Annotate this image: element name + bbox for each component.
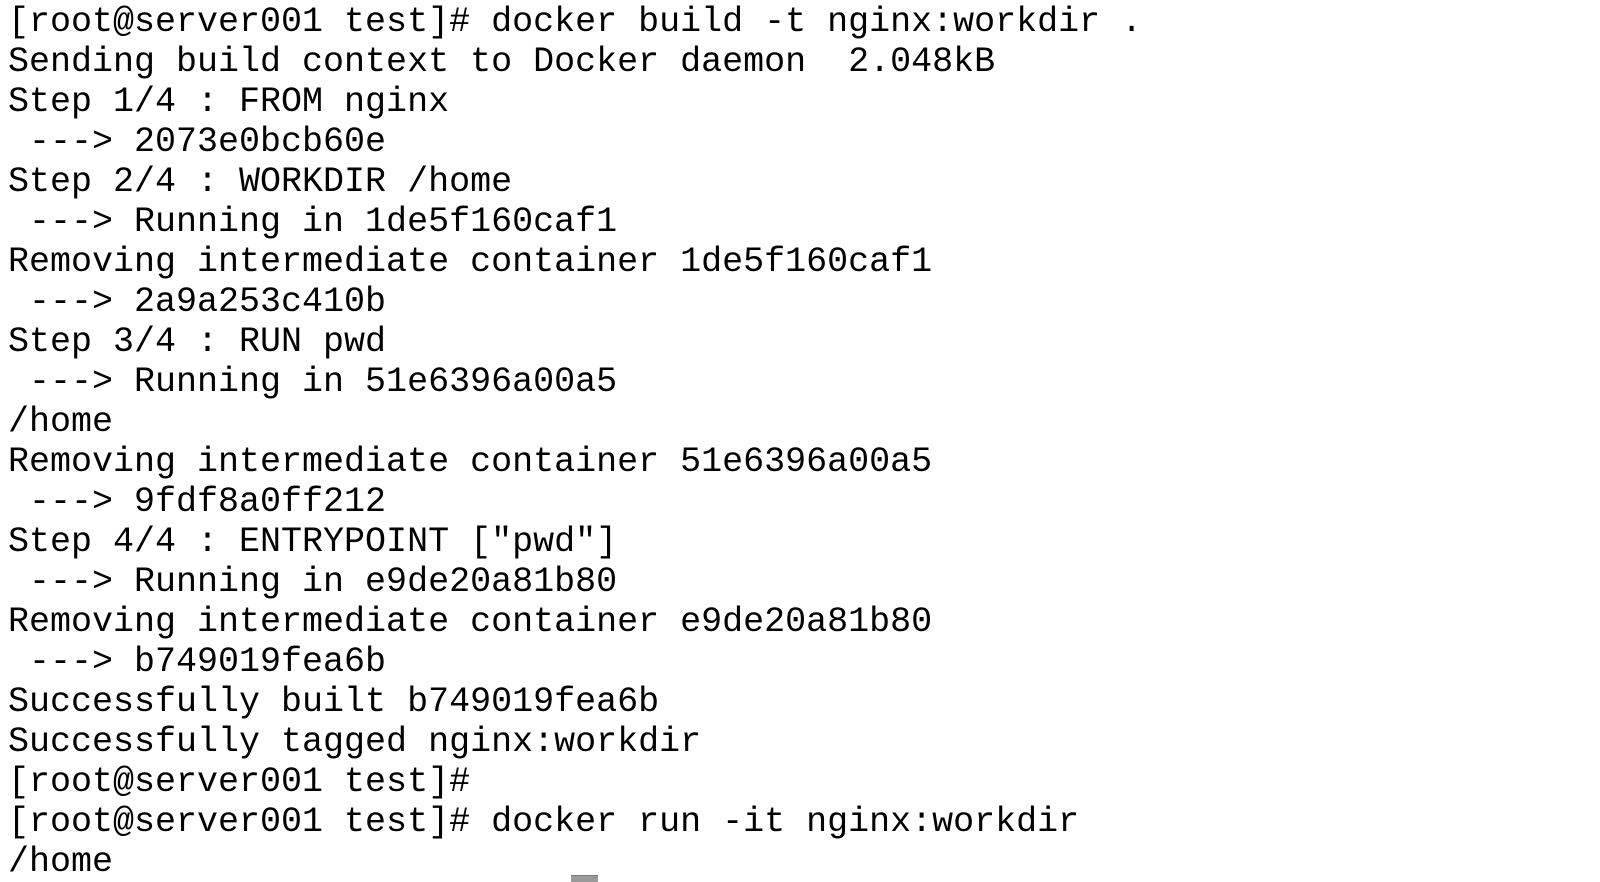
terminal-line: ---> Running in 51e6396a00a5 [8,362,618,402]
terminal-line: ---> Running in 1de5f160caf1 [8,202,618,242]
terminal-line: Successfully built b749019fea6b [8,682,660,722]
terminal-line: Step 1/4 : FROM nginx [8,82,450,122]
terminal-line: Removing intermediate container 1de5f160… [8,242,933,282]
terminal-line: ---> 2a9a253c410b [8,282,387,322]
terminal-line: ---> b749019fea6b [8,642,387,682]
terminal-line: Removing intermediate container 51e6396a… [8,442,933,482]
terminal-cursor [571,875,598,882]
terminal-line: [root@server001 test]# docker build -t n… [8,2,1143,42]
terminal-line: [root@server001 test]# docker run -it ng… [8,802,1080,842]
terminal-line: /home [8,842,114,882]
terminal-line: Successfully tagged nginx:workdir [8,722,702,762]
terminal-line: Sending build context to Docker daemon 2… [8,42,996,82]
terminal-line: /home [8,402,114,442]
terminal-line: Step 3/4 : RUN pwd [8,322,387,362]
terminal-line: Removing intermediate container e9de20a8… [8,602,933,642]
terminal-line: [root@server001 test]# [8,762,471,802]
terminal-line: ---> 2073e0bcb60e [8,122,387,162]
terminal-line: ---> Running in e9de20a81b80 [8,562,618,602]
terminal-line: Step 4/4 : ENTRYPOINT ["pwd"] [8,522,618,562]
terminal-line: ---> 9fdf8a0ff212 [8,482,387,522]
terminal-line: Step 2/4 : WORKDIR /home [8,162,513,202]
